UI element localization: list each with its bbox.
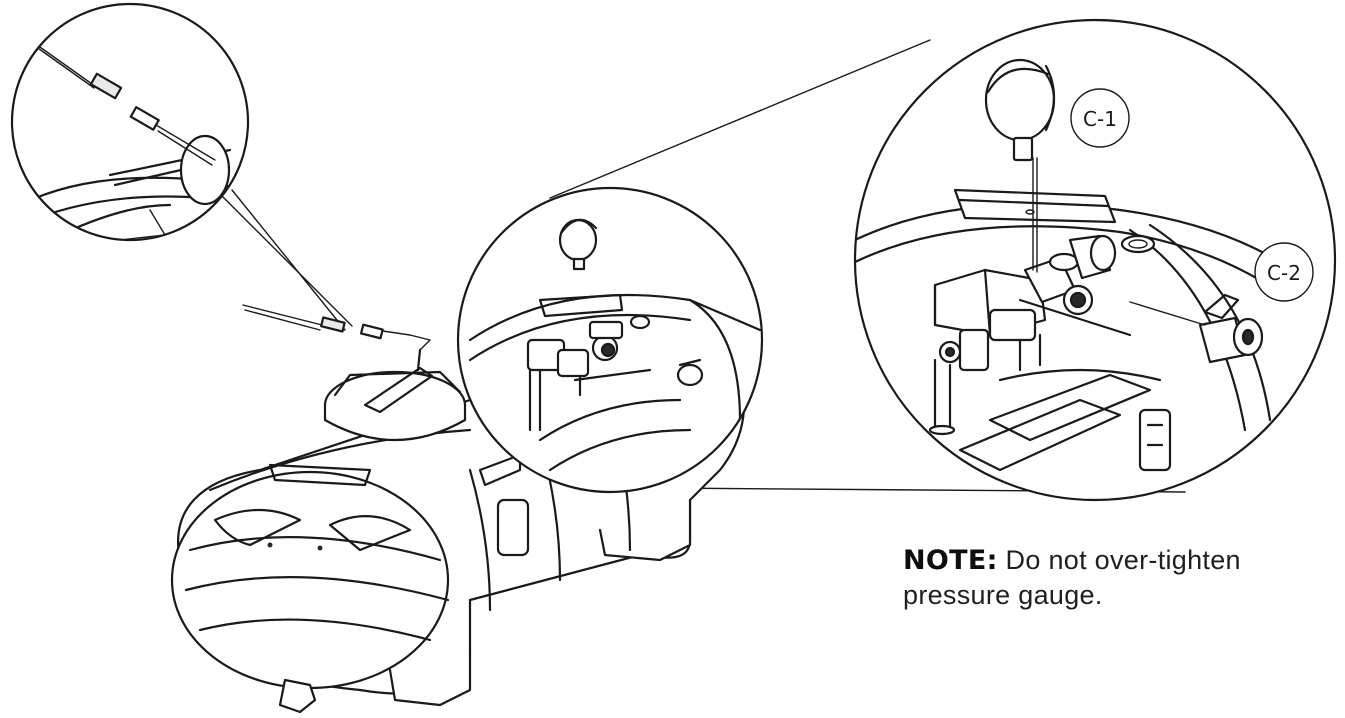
detail-circle-valve-assembly xyxy=(456,186,764,494)
callout-c1-circle xyxy=(1070,88,1130,148)
callout-c1: C-1 xyxy=(1070,88,1130,148)
installation-note: NOTE: Do not over-tighten pressure gauge… xyxy=(903,543,1323,612)
note-label: NOTE: xyxy=(903,545,998,576)
detail-circle-wire-connector xyxy=(10,2,250,242)
callout-c2-circle xyxy=(1254,242,1314,302)
callout-c1-label: C-1 xyxy=(1083,107,1117,131)
callout-c2-label: C-2 xyxy=(1267,261,1301,285)
note-line-1: NOTE: Do not over-tighten xyxy=(903,543,1323,578)
callout-c2: C-2 xyxy=(1254,242,1314,302)
note-text-1: Do not over-tighten xyxy=(1005,545,1241,575)
detail-circle-gauge-install xyxy=(853,18,1337,502)
note-text-2: pressure gauge. xyxy=(903,580,1103,610)
